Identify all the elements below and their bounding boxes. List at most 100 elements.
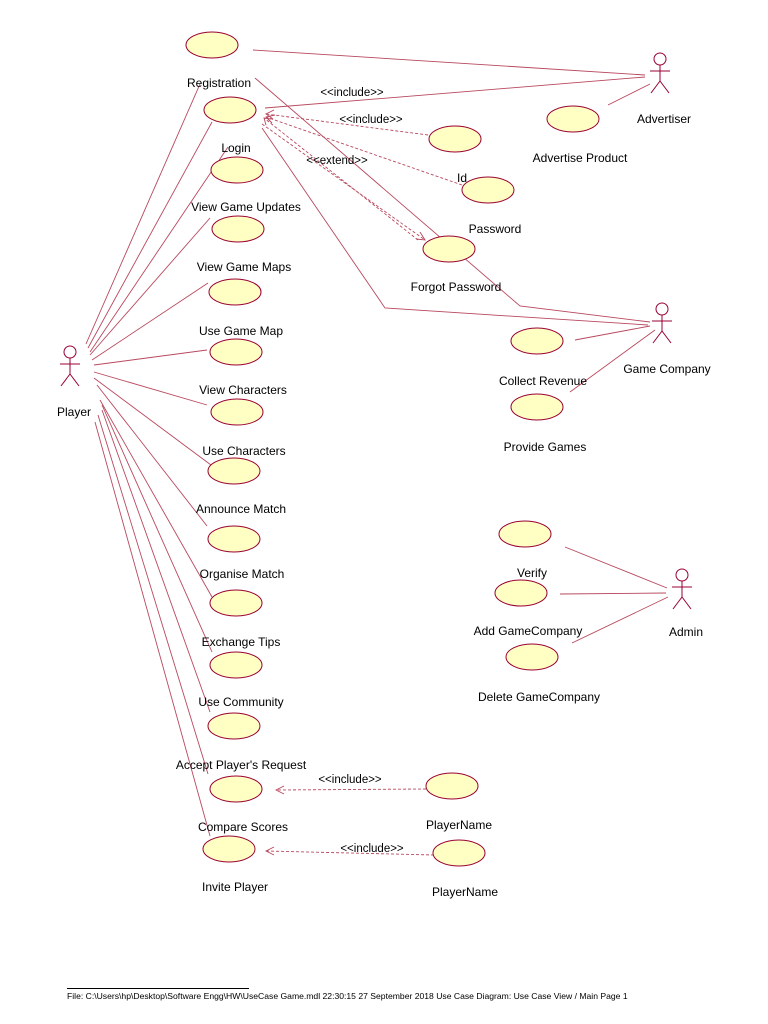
actor-label-game-company: Game Company — [623, 362, 710, 376]
usecase-add-gamecompany[interactable] — [494, 579, 548, 607]
usecase-id[interactable] — [428, 125, 482, 153]
actor-label-admin: Admin — [669, 625, 703, 639]
usecase-advertise-product[interactable] — [546, 105, 600, 133]
label-exchange-tips: Exchange Tips — [202, 635, 281, 649]
usecase-playername-2[interactable] — [432, 839, 486, 867]
actor-head — [653, 52, 667, 66]
actor-leg-left — [650, 80, 661, 94]
assoc-player-view-game-maps — [89, 217, 211, 356]
assoc-admin-add-gamecompany — [559, 592, 667, 595]
label-use-community: Use Community — [198, 695, 283, 709]
usecase-forgot-password[interactable] — [422, 235, 476, 263]
assoc-player-invite-player — [94, 421, 211, 837]
use-cases — [185, 31, 600, 867]
actor-head — [63, 345, 77, 359]
usecase-collect-revenue[interactable] — [510, 327, 564, 355]
assoc-gamecompany-login — [261, 127, 649, 326]
usecase-invite-player[interactable] — [202, 835, 256, 863]
label-accept-request: Accept Player's Request — [176, 758, 307, 772]
label-compare-scores: Compare Scores — [198, 820, 288, 834]
usecase-password[interactable] — [461, 176, 515, 204]
arrowhead-password-login — [265, 114, 276, 124]
label-delete-gamecompany: Delete GameCompany — [478, 690, 600, 704]
assoc-player-view-game-updates — [89, 146, 229, 353]
stereotype-include-playername-1: <<include>> — [318, 774, 382, 786]
assoc-advertiser-login — [264, 76, 646, 109]
label-registration: Registration — [187, 76, 251, 90]
label-playername-1: PlayerName — [426, 818, 492, 832]
actor-advertiser[interactable] — [650, 52, 670, 94]
arrowhead-id-login — [265, 109, 275, 120]
actor-player[interactable] — [60, 345, 80, 387]
usecase-view-characters[interactable] — [209, 338, 263, 366]
label-playername-2: PlayerName — [432, 885, 498, 899]
dep-playername2-invite — [265, 850, 435, 856]
assoc-player-login — [87, 121, 213, 349]
assoc-admin-verify — [564, 546, 668, 589]
assoc-player-organise-match — [96, 384, 208, 527]
label-verify: Verify — [517, 566, 547, 580]
usecase-registration[interactable] — [185, 31, 239, 59]
assoc-gamecompany-collect-revenue — [574, 325, 651, 341]
dep-registration-forgot — [261, 123, 426, 241]
dep-playername1-compare — [275, 788, 427, 791]
assoc-player-exchange-tips — [99, 399, 213, 598]
actor-label-advertiser: Advertiser — [637, 112, 691, 126]
assoc-gamecompany-registration — [254, 77, 651, 323]
arrowhead-playername1-compare — [274, 785, 285, 795]
footer-rule — [67, 988, 249, 989]
assoc-advertiser-registration — [252, 49, 646, 76]
label-use-game-map: Use Game Map — [199, 324, 283, 338]
dependencies — [261, 109, 463, 856]
arrowhead-forgot-login — [263, 117, 272, 126]
label-id: Id — [457, 171, 467, 185]
label-invite-player: Invite Player — [202, 880, 268, 894]
stereotype-extend-forgot: <<extend>> — [306, 155, 368, 167]
label-view-game-updates: View Game Updates — [191, 200, 301, 214]
player-associations — [85, 83, 229, 837]
actor-leg-left — [672, 596, 683, 610]
usecase-accept-request[interactable] — [207, 712, 261, 740]
arrowhead-playername2-invite — [264, 846, 275, 856]
actor-leg-left — [60, 373, 71, 387]
label-add-gamecompany: Add GameCompany — [474, 624, 583, 638]
usecase-playername-1[interactable] — [425, 772, 479, 800]
usecase-login[interactable] — [203, 96, 257, 124]
usecase-announce-match[interactable] — [207, 457, 261, 485]
actor-label-player: Player — [57, 405, 91, 419]
assoc-player-compare-scores — [97, 414, 209, 775]
actor-head — [675, 568, 689, 582]
usecase-use-community[interactable] — [209, 651, 263, 679]
stereotype-include-id: <<include>> — [339, 114, 403, 126]
label-organise-match: Organise Match — [200, 567, 285, 581]
actor-admin[interactable] — [672, 568, 692, 610]
usecase-use-game-map[interactable] — [208, 278, 262, 306]
actor-leg-right — [681, 596, 692, 610]
usecase-exchange-tips[interactable] — [209, 589, 263, 617]
usecase-delete-gamecompany[interactable] — [505, 643, 559, 671]
assoc-gamecompany-provide-games — [569, 329, 656, 393]
footer-text: File: C:\Users\hp\Desktop\Software Engg\… — [67, 991, 628, 1001]
usecase-organise-match[interactable] — [207, 525, 261, 553]
assoc-player-accept-request — [101, 409, 211, 713]
usecase-use-characters[interactable] — [210, 398, 264, 426]
usecase-view-game-maps[interactable] — [211, 215, 265, 243]
usecase-verify[interactable] — [498, 520, 552, 548]
dep-id-login — [265, 113, 429, 136]
label-forgot-password: Forgot Password — [411, 280, 502, 294]
use-case-labels: Registration Login View Game Updates Vie… — [176, 76, 628, 899]
usecase-compare-scores[interactable] — [209, 775, 263, 803]
actor-leg-left — [652, 330, 663, 344]
actor-game-company[interactable] — [652, 302, 672, 344]
assoc-player-registration — [85, 83, 201, 345]
label-view-game-maps: View Game Maps — [197, 260, 291, 274]
assoc-advertiser-advertise-product — [607, 83, 651, 106]
stereotype-include-registration: <<include>> — [320, 87, 384, 99]
assoc-player-use-community — [101, 404, 213, 653]
label-password: Password — [469, 222, 522, 236]
label-advertise-product: Advertise Product — [533, 151, 628, 165]
arrowhead-registration-forgot — [415, 231, 426, 241]
usecase-provide-games[interactable] — [510, 393, 564, 421]
usecase-view-game-updates[interactable] — [210, 156, 264, 184]
